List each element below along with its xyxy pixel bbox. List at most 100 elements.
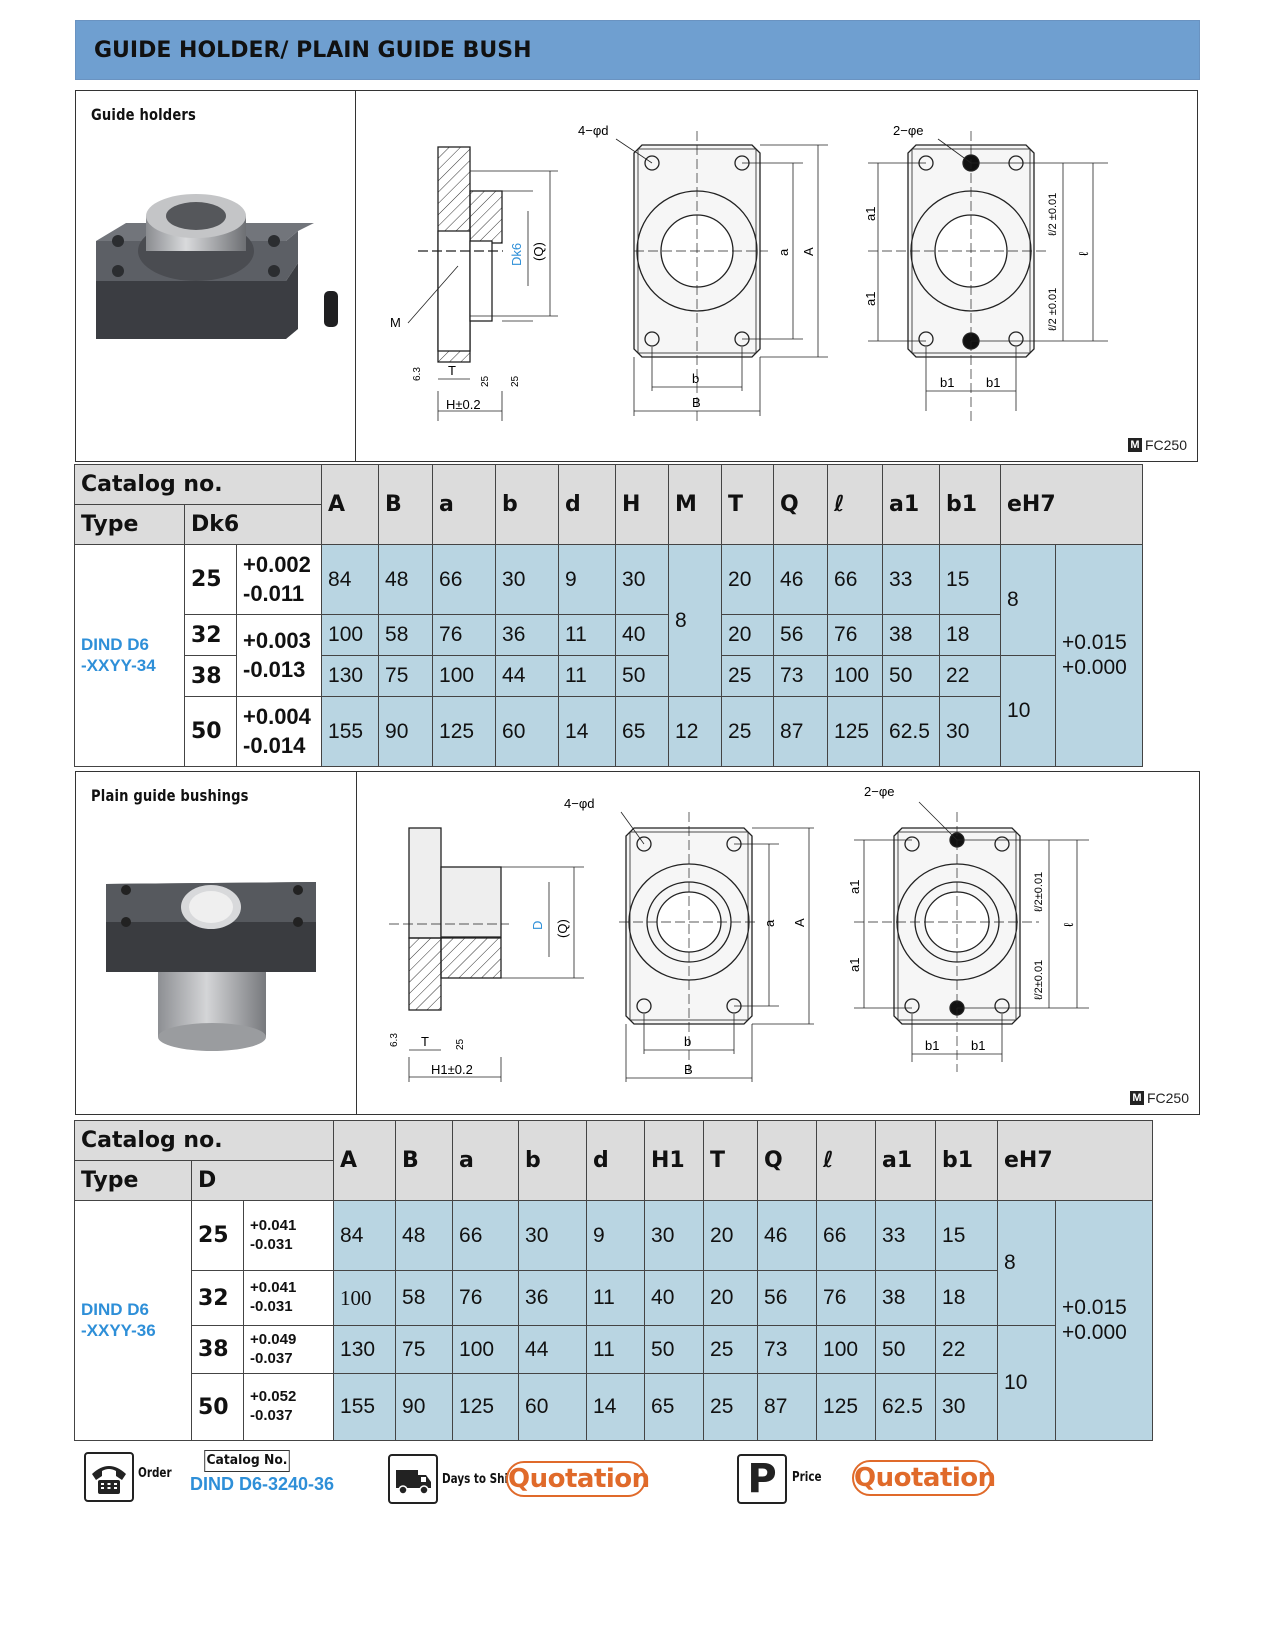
- page-title: GUIDE HOLDER/ PLAIN GUIDE BUSH: [75, 20, 1200, 80]
- dim-a-2: a: [762, 919, 777, 927]
- material-icon: M: [1129, 1091, 1144, 1105]
- cell-A: 155: [321, 696, 380, 767]
- price-icon: P: [737, 1454, 787, 1504]
- col-T: T: [703, 1120, 759, 1201]
- side-section-view: [407, 146, 558, 421]
- cell-b: 44: [518, 1325, 588, 1374]
- front-view-2: [868, 131, 1108, 421]
- cell-b1: 18: [935, 1270, 999, 1326]
- tolerance-cell: +0.002 -0.011: [235, 544, 323, 615]
- dim-Q: (Q): [531, 242, 546, 261]
- plain-guide-bush-label: Plain guide bushings: [91, 786, 249, 805]
- dim-a1-bot-2: a1: [847, 958, 862, 972]
- cell-M-merged: 8: [668, 544, 723, 697]
- cell-B: 48: [378, 544, 434, 615]
- side-section-view-2: [389, 827, 584, 1082]
- tol-upper: +0.004: [243, 703, 311, 729]
- col-l: ℓ: [827, 464, 884, 545]
- dim-H1: H1±0.2: [431, 1062, 473, 1077]
- cell-b1: 30: [935, 1373, 999, 1441]
- dim-2e-2: 2−φe: [864, 784, 894, 799]
- cell-A: 100: [333, 1270, 397, 1326]
- cell-T: 20: [703, 1200, 759, 1271]
- cell-A: 155: [333, 1373, 397, 1441]
- header-size: Dk6: [183, 504, 323, 545]
- col-b1: b1: [939, 464, 1002, 545]
- cell-H: 65: [615, 696, 670, 767]
- cell-a: 76: [432, 614, 497, 656]
- cell-l: 66: [816, 1200, 877, 1271]
- cell-b: 60: [495, 696, 560, 767]
- cell-a1: 62.5: [875, 1373, 937, 1441]
- front-view-3: [619, 811, 814, 1082]
- guide-holder-photo: [96, 194, 338, 339]
- cell-a1: 33: [875, 1200, 937, 1271]
- cell-b: 36: [495, 614, 560, 656]
- order-footer: Order Catalog No. DIND D6-3240-36 Days t…: [80, 1448, 1180, 1508]
- dim-D: D: [530, 921, 545, 930]
- cell-b1: 30: [939, 696, 1002, 767]
- cell-l: 100: [816, 1325, 877, 1374]
- dim-Dk6: Dk6: [509, 243, 524, 266]
- phone-icon: [92, 1466, 126, 1494]
- cell-d: 9: [558, 544, 617, 615]
- price-quotation-button[interactable]: Quotation: [852, 1460, 996, 1496]
- plain-guide-bush-photo-cell: Plain guide bushings: [76, 772, 357, 1114]
- front-view: [615, 131, 828, 421]
- type-label: DIND D6 -XXYY-34: [74, 544, 185, 767]
- plain-guide-bush-figure: Plain guide bushings: [75, 771, 1200, 1115]
- header-type: Type: [74, 1160, 192, 1201]
- tolerance-cell: +0.003 -0.013: [235, 614, 323, 697]
- size-cell: 32: [184, 614, 237, 656]
- cell-d: 11: [558, 614, 617, 656]
- cell-l: 100: [827, 655, 884, 697]
- cell-l: 76: [816, 1270, 877, 1326]
- cell-l: 66: [827, 544, 884, 615]
- material-icon: M: [1127, 438, 1142, 452]
- tol-upper: +0.041: [250, 1216, 297, 1234]
- cell-T: 25: [721, 655, 775, 697]
- size-cell: 50: [191, 1373, 244, 1441]
- material-tag: M FC250: [1127, 437, 1187, 453]
- size-cell: 38: [184, 655, 237, 697]
- col-b1: b1: [935, 1120, 999, 1201]
- cell-T: 25: [703, 1373, 759, 1441]
- cell-B: 58: [395, 1270, 454, 1326]
- price-label: Price: [792, 1470, 822, 1485]
- header-type: Type: [74, 504, 185, 545]
- size-cell: 25: [184, 544, 237, 615]
- dim-b1-right-2: b1: [971, 1038, 985, 1053]
- tol-upper: +0.002: [243, 551, 311, 577]
- catalog-no-value[interactable]: DIND D6-3240-36: [190, 1474, 335, 1494]
- col-a1: a1: [882, 464, 941, 545]
- eH7-lower: +0.000: [1062, 655, 1127, 679]
- dim-4d: 4−φd: [578, 123, 608, 138]
- cell-B: 58: [378, 614, 434, 656]
- guide-holder-figure: Guide holders: [75, 90, 1198, 462]
- cell-b1: 18: [939, 614, 1002, 656]
- dim-b1-right: b1: [986, 375, 1000, 390]
- tol-lower: -0.031: [250, 1298, 293, 1315]
- cell-H: 30: [615, 544, 670, 615]
- col-b: b: [518, 1120, 588, 1201]
- days-to-ship-quotation-button[interactable]: Quotation: [506, 1461, 650, 1497]
- front-view-4: [854, 801, 1089, 1072]
- cell-H1: 50: [644, 1325, 705, 1374]
- dim-r25a: 25: [480, 375, 491, 387]
- dim-l-half-bot-2: ℓ/2±0.01: [1033, 960, 1045, 1000]
- tol-lower: -0.037: [250, 1349, 293, 1367]
- cell-T: 20: [721, 614, 775, 656]
- tol-upper: +0.041: [250, 1279, 297, 1297]
- cell-a: 76: [452, 1270, 520, 1326]
- col-d: d: [558, 464, 617, 545]
- catalog-no-label: Catalog No.: [204, 1450, 290, 1472]
- type-label-line1: DIND D6: [81, 635, 150, 655]
- eH7-lower: +0.000: [1062, 1320, 1127, 1344]
- cell-b: 30: [495, 544, 560, 615]
- cell-T: 20: [721, 544, 775, 615]
- cell-A: 100: [321, 614, 380, 656]
- tol-lower: -0.013: [243, 656, 306, 682]
- tolerance-cell: +0.041 -0.031: [242, 1200, 335, 1271]
- cell-Q: 87: [757, 1373, 818, 1441]
- days-to-ship-label: Days to Ship: [442, 1472, 516, 1487]
